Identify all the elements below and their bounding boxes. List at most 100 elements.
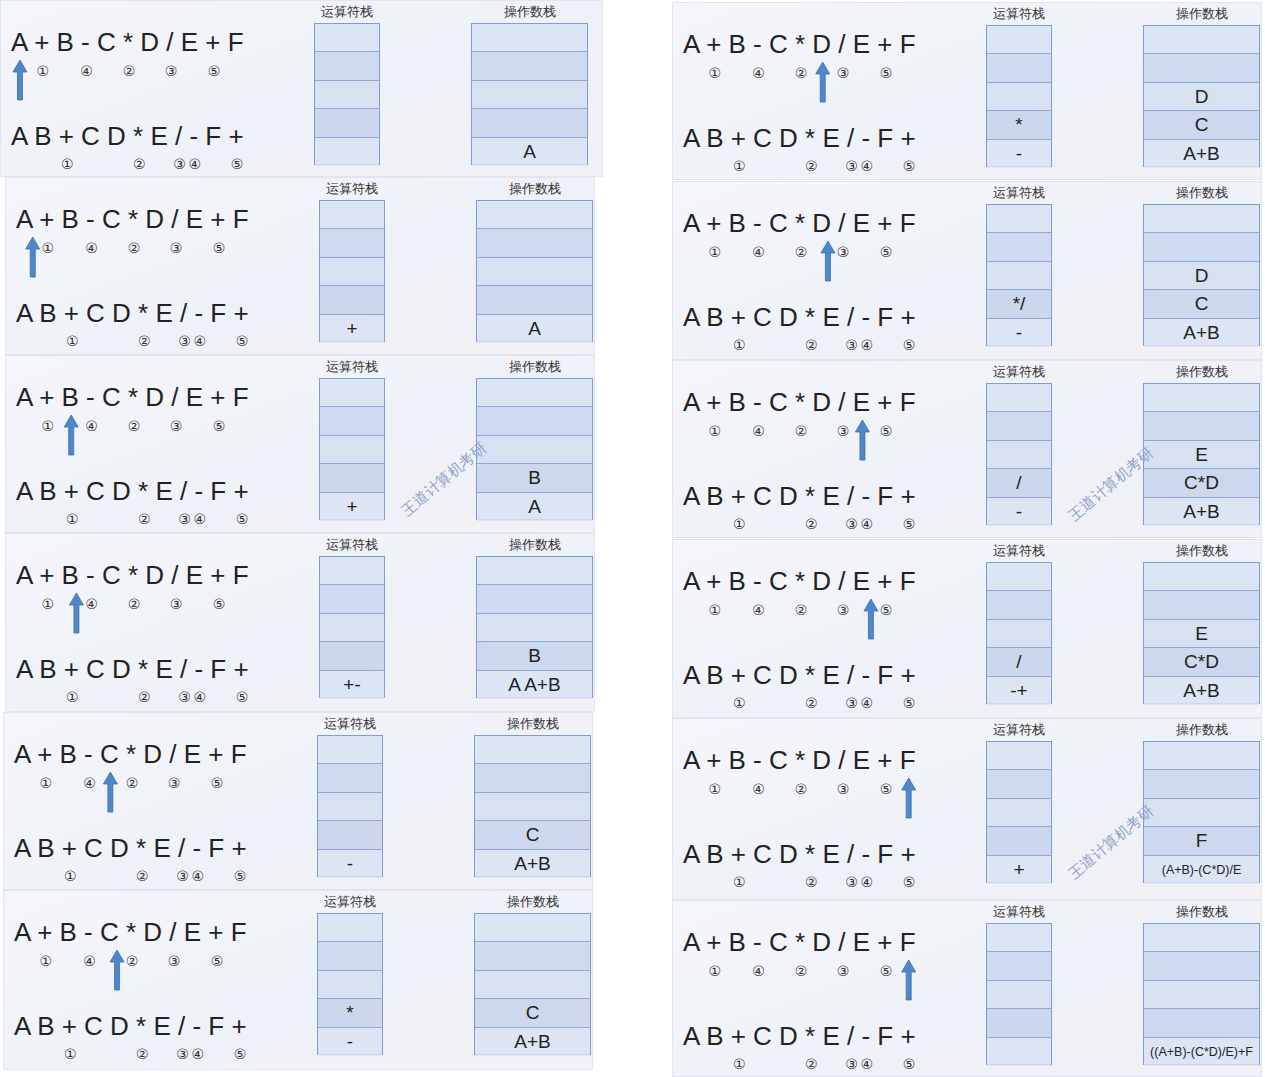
step-number: ①	[733, 337, 746, 353]
stack-slot	[987, 799, 1051, 827]
step-number: ③	[170, 418, 183, 434]
stack-cell: -	[987, 498, 1051, 526]
operand-stack: 操作数栈DCA+B	[1143, 25, 1260, 167]
cell-text: A	[528, 496, 541, 518]
cell-text: C*D	[1184, 651, 1219, 673]
stack-cell: C	[1144, 290, 1259, 318]
step-number: ④	[752, 244, 765, 260]
postfix-expression: A B + C D * E / - F +	[14, 1011, 247, 1041]
cell-text: */	[1013, 293, 1026, 315]
step-number: ③	[845, 874, 858, 890]
cell-text: -	[1016, 501, 1022, 523]
stack-slot	[987, 26, 1051, 54]
step-number: ⑤	[213, 418, 226, 434]
stack-title: 操作数栈	[1134, 6, 1265, 22]
step-number: ⑤	[213, 596, 226, 612]
stack-slot	[987, 620, 1051, 648]
stack-cell: A	[477, 493, 592, 521]
step-number: ⑤	[234, 1046, 247, 1062]
step-number: ③	[168, 953, 181, 969]
step-number: ③	[178, 511, 191, 527]
step-number: ③	[168, 775, 181, 791]
step-number: ①	[733, 695, 746, 711]
cell-text: E	[1195, 623, 1208, 645]
cell-text: A A+B	[508, 674, 560, 696]
operator-stack: 运算符栈+-	[319, 556, 385, 698]
step-number: ⑤	[903, 158, 916, 174]
stack-slot	[477, 557, 592, 585]
step-number: ⑤	[903, 516, 916, 532]
postfix-expression: A B + C D * E / - F +	[683, 481, 916, 511]
stack-slot	[475, 942, 590, 970]
cell-text: E	[1195, 444, 1208, 466]
stack-slot	[987, 384, 1051, 412]
stack-slot	[1144, 233, 1259, 261]
stack-cell: -	[987, 319, 1051, 347]
step-number: ②	[123, 63, 136, 79]
step-number: ①	[708, 602, 721, 618]
stack-slot	[320, 464, 384, 492]
stack-slot	[1144, 205, 1259, 233]
stack-slot	[475, 736, 590, 764]
step-number: ④	[85, 418, 98, 434]
stack-cell: +	[320, 315, 384, 343]
step-number: ②	[805, 1056, 818, 1072]
stack-title: 运算符栈	[977, 6, 1061, 22]
operator-stack: 运算符栈-	[317, 735, 383, 877]
step-number: ①	[66, 689, 79, 705]
stack-slot	[1144, 412, 1259, 440]
cell-text: /	[1016, 651, 1021, 673]
cell-text: /	[1016, 472, 1021, 494]
step-number: ②	[795, 423, 808, 439]
step-number: ④	[752, 963, 765, 979]
stack-slot	[1144, 563, 1259, 591]
stack-cell: C	[475, 821, 590, 849]
cell-text: *	[1015, 114, 1022, 136]
stack-cell: A+B	[475, 850, 590, 878]
step-panel: A + B - C * D / E + F A B + C D * E / - F…	[3, 890, 593, 1070]
step-number: ③	[845, 158, 858, 174]
infix-expression: A + B - C * D / E + F	[14, 739, 247, 769]
step-number: ③	[837, 65, 850, 81]
stack-cell: -	[318, 850, 382, 878]
stack-cell: +	[320, 493, 384, 521]
stack-slot	[318, 971, 382, 999]
step-number: ②	[136, 868, 149, 884]
postfix-expression: A B + C D * E / - F +	[14, 833, 247, 863]
stack-cell: A+B	[475, 1028, 590, 1056]
stack-cell: /	[987, 469, 1051, 497]
stack-slot	[318, 764, 382, 792]
step-number: ②	[805, 337, 818, 353]
stack-title: 操作数栈	[1134, 364, 1265, 380]
step-number: ②	[138, 333, 151, 349]
postfix-expression: A B + C D * E / - F +	[11, 121, 244, 151]
infix-expression: A + B - C * D / E + F	[683, 208, 916, 238]
postfix-expression: A B + C D * E / - F +	[16, 298, 249, 328]
stack-slot	[1144, 26, 1259, 54]
operator-stack: 运算符栈	[986, 923, 1052, 1065]
postfix-expression: A B + C D * E / - F +	[683, 839, 916, 869]
operator-stack: 运算符栈+	[986, 741, 1052, 883]
stack-cell: -	[987, 140, 1051, 168]
stack-title: 操作数栈	[1134, 904, 1265, 920]
stack-slot	[987, 412, 1051, 440]
cell-text: C*D	[1184, 472, 1219, 494]
stack-cell: -	[318, 1028, 382, 1056]
step-number: ④	[80, 63, 93, 79]
infix-expression: A + B - C * D / E + F	[16, 560, 249, 590]
operand-stack: 操作数栈BA	[476, 378, 593, 520]
stack-slot	[320, 642, 384, 670]
step-number: ②	[128, 418, 141, 434]
stack-cell: C*D	[1144, 648, 1259, 676]
stack-title: 操作数栈	[465, 716, 600, 732]
step-number: ①	[733, 1056, 746, 1072]
stack-cell: *	[987, 111, 1051, 139]
stack-title: 操作数栈	[1134, 185, 1265, 201]
infix-expression: A + B - C * D / E + F	[683, 387, 916, 417]
postfix-expression: A B + C D * E / - F +	[683, 123, 916, 153]
stack-cell: C	[1144, 111, 1259, 139]
step-number: ③	[837, 244, 850, 260]
infix-expression: A + B - C * D / E + F	[14, 917, 247, 947]
stack-slot	[987, 205, 1051, 233]
stack-slot	[987, 83, 1051, 111]
